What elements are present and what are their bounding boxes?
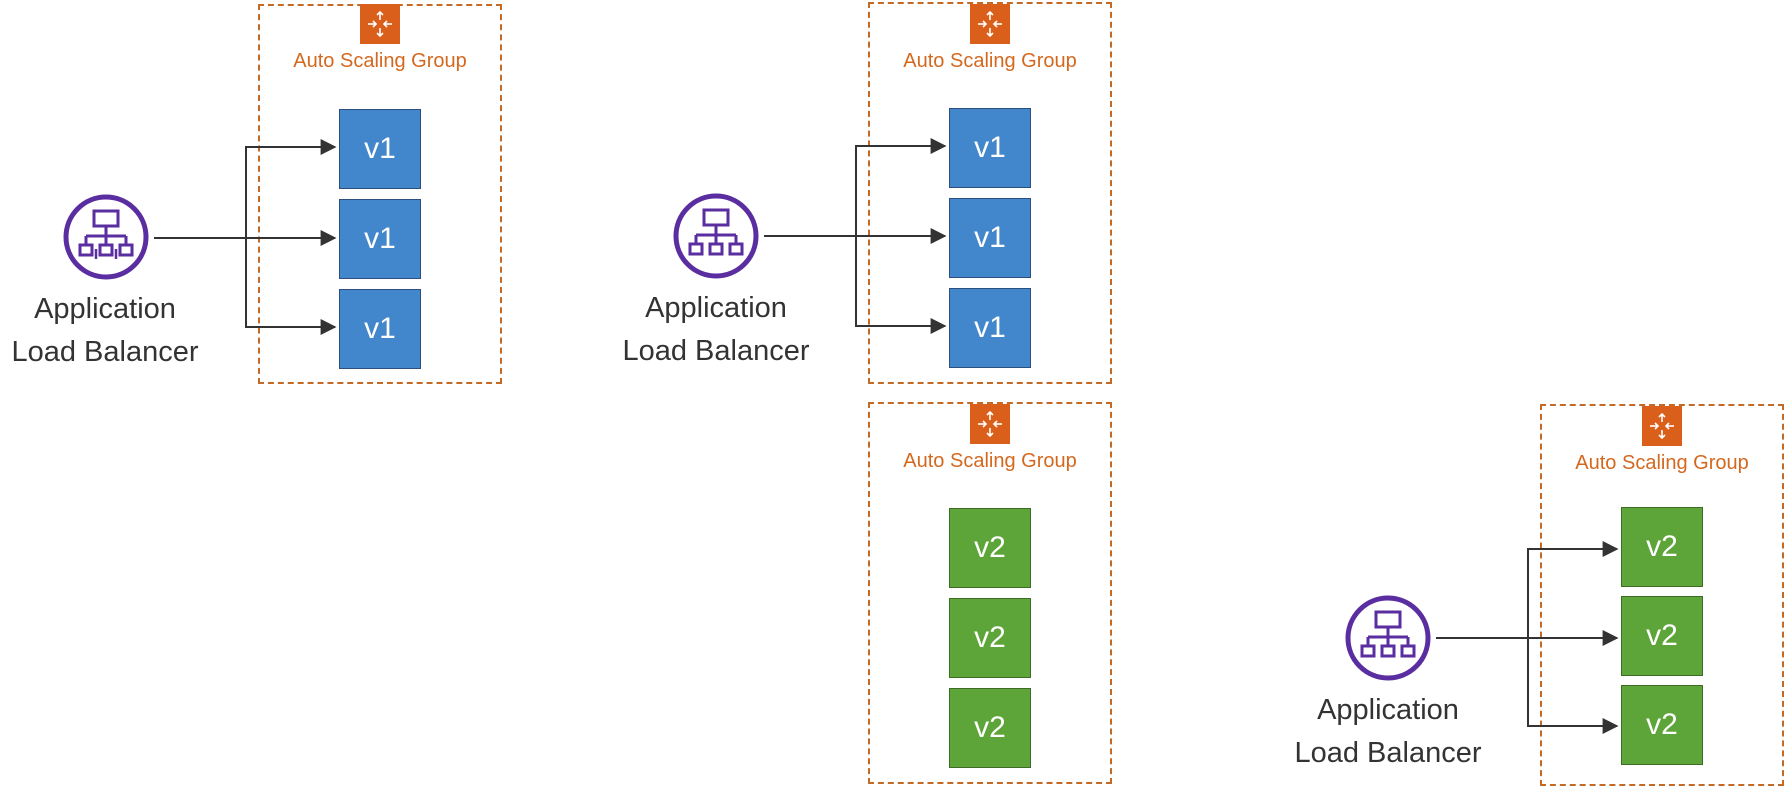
auto-scaling-group-label: Auto Scaling Group (1575, 452, 1749, 474)
instance-v2: v2 (949, 508, 1031, 588)
auto-scaling-group-icon (970, 4, 1010, 44)
application-load-balancer-icon (62, 193, 150, 281)
arrow-line (1527, 638, 1619, 734)
application-load-balancer-icon (672, 192, 760, 280)
arrow-line (855, 138, 947, 236)
instance-v2: v2 (949, 598, 1031, 678)
arrow-line (1527, 541, 1619, 638)
instance-v2: v2 (949, 688, 1031, 768)
auto-scaling-group-label: Auto Scaling Group (903, 450, 1077, 472)
load-balancer-label-line1: Application (34, 293, 176, 325)
instance-v1: v1 (949, 108, 1031, 188)
instance-v2: v2 (1621, 596, 1703, 676)
arrow-line (855, 236, 947, 334)
load-balancer-label-line2: Load Balancer (1294, 737, 1482, 769)
load-balancer-label-line1: Application (645, 292, 787, 324)
instance-v1: v1 (949, 198, 1031, 278)
instance-v1: v1 (949, 288, 1031, 368)
arrow-line (245, 139, 337, 238)
instance-v1: v1 (339, 109, 421, 189)
load-balancer-label-line2: Load Balancer (622, 335, 810, 367)
auto-scaling-group-icon (970, 404, 1010, 444)
auto-scaling-group-label: Auto Scaling Group (903, 50, 1077, 72)
load-balancer-label-line2: Load Balancer (11, 336, 199, 368)
instance-v2: v2 (1621, 685, 1703, 765)
load-balancer-label: Application Load Balancer (1273, 689, 1503, 775)
auto-scaling-group-box: Auto Scaling Group v1 v1 v1 (868, 2, 1112, 384)
auto-scaling-group-label: Auto Scaling Group (293, 50, 467, 72)
auto-scaling-group-icon (1642, 406, 1682, 446)
application-load-balancer-icon (1344, 594, 1432, 682)
auto-scaling-group-box: Auto Scaling Group v1 v1 v1 (258, 4, 502, 384)
load-balancer-label: Application Load Balancer (0, 288, 220, 374)
instance-v1: v1 (339, 289, 421, 369)
auto-scaling-group-box: Auto Scaling Group v2 v2 v2 (1540, 404, 1784, 786)
load-balancer-label: Application Load Balancer (601, 287, 831, 373)
auto-scaling-group-box: Auto Scaling Group v2 v2 v2 (868, 402, 1112, 784)
auto-scaling-group-icon (360, 4, 400, 44)
arrow-line (245, 238, 337, 335)
load-balancer-label-line1: Application (1317, 694, 1459, 726)
instance-v1: v1 (339, 199, 421, 279)
instance-v2: v2 (1621, 507, 1703, 587)
